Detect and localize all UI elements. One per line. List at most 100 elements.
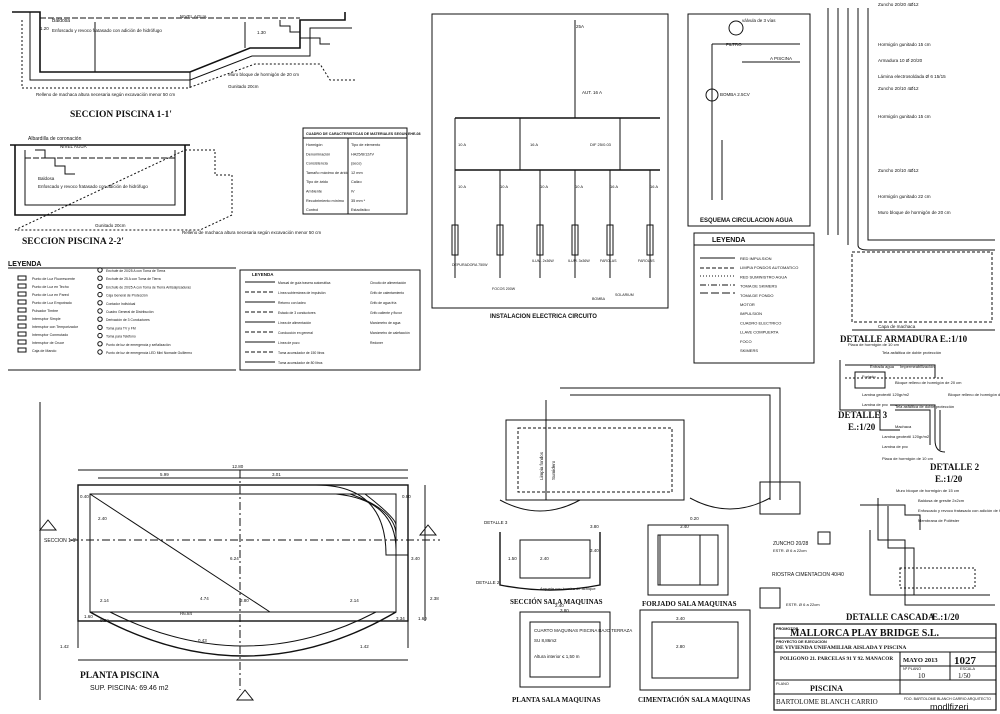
arqueta-label: Arqueta con bomba de achique	[540, 586, 596, 591]
cascada-label: Muro bloque de hormigón de 15 cm	[896, 488, 960, 493]
enfoscado-label: Enfoscado y revoco fratasado con adición…	[52, 28, 162, 33]
detalle-3-label: Entrada agua	[870, 364, 895, 369]
baldosa-label: Baldosa	[52, 18, 70, 24]
title-block-frame	[773, 623, 997, 711]
aut-label: AUT. 16 A	[582, 90, 602, 95]
planta-dim: 0.80	[402, 494, 411, 499]
legend-left-item: Punto de Luz Empotrado	[32, 301, 72, 305]
legend-symbol	[97, 300, 103, 306]
cimentacion-maq-title: CIMENTACIÓN SALA MAQUINAS	[638, 696, 750, 704]
cascada-label: Baldosa de gresite 2x2cm	[918, 498, 965, 503]
plano-text: PISCINA	[810, 684, 843, 693]
muro-label: Muro bloque de hormigón de 20 cm	[228, 72, 299, 77]
legend-mid-item: Manómetro de agua	[370, 321, 400, 325]
detalle-2-label: Placa de hormigón de 10 cm	[882, 456, 934, 461]
zuncho-label: ZUNCHO 20/28	[773, 541, 809, 547]
riostra-label: RIOSTRA CIMENTACION 40/40	[772, 572, 844, 578]
maquinas-dim: 2.80	[676, 644, 685, 649]
legend-mid-item: Retorno con ladeo	[278, 301, 306, 305]
water-title: ESQUEMA CIRCULACION AGUA	[700, 218, 794, 224]
legend-symbol	[97, 316, 103, 322]
planta-dim: 1.42	[360, 644, 369, 649]
maquinas-dim: 0.20	[690, 516, 699, 521]
table-cell-key: Tipo de árido	[306, 180, 328, 184]
seccion-maq-title: SECCIÓN SALA MAQUINAS	[510, 598, 603, 606]
seccion-1-1-marker: SECCION 1-1'	[44, 538, 76, 544]
legend-symbol	[17, 323, 27, 329]
detalle-3-label: Forjado	[862, 374, 876, 379]
planta-dim: 2.14	[350, 598, 359, 603]
proyecto-text: DE VIVIENDA UNIFAMILIAR AISLADA Y PISCIN…	[776, 645, 906, 651]
legend-mid-item: Grifo caliente y fluxor	[370, 311, 403, 315]
legend-mid-item: Grifo de agua fría	[370, 301, 397, 305]
planta-dim: 2.14	[100, 598, 109, 603]
planta-piscina-drawing	[38, 402, 440, 701]
legend-right-item: CUADRO ELECTRICO	[740, 320, 781, 325]
planta-dim: 1.42	[60, 644, 69, 649]
cascada-drawing	[860, 498, 995, 606]
legend-right-item: LLAVE COMPUERTA	[740, 330, 779, 335]
armadura-label: Zuncho 20/20 4Ø12	[878, 2, 919, 7]
valvula-label: válvula de 3 vías	[742, 18, 776, 23]
legend-mid-item: Toma acumulador de 150 litros	[278, 351, 325, 355]
skimer-label: Sumidero	[551, 460, 556, 480]
legend-right-item: TOMA DE SKIMERS	[740, 284, 777, 289]
legend-left-item: Derivación de 3 Conductores	[106, 318, 150, 322]
electrical-breaker-label: 10 A	[500, 184, 508, 189]
legend-left-item: Punto de luz de emergencia y señalizació…	[106, 343, 171, 347]
legend-mid-title: LEYENDA	[252, 272, 274, 277]
electrical-frame	[431, 13, 669, 309]
legend-left-item: Interruptor Simple	[32, 317, 61, 321]
detalle-2-label: Lamina de pvc	[882, 444, 908, 449]
legend-left-title: LEYENDA	[8, 261, 41, 268]
armadura-label: Hormigón gunitado 15 cm	[878, 114, 931, 119]
legend-mid-item: Conducción en general	[278, 331, 313, 335]
legend-symbol	[17, 275, 27, 281]
planta-dim: 2.38	[430, 596, 439, 601]
legend-left-item: Enchufe de 20/25 A con Toma de Tierra An…	[106, 285, 191, 289]
electrical-load-label: FAROLAS	[600, 259, 617, 263]
legend-right-item: FOCO	[740, 339, 752, 344]
detalle-2-label: Bloque relleno de hormigón de 20 cm	[948, 392, 1000, 397]
legend-symbol	[17, 339, 27, 345]
legend-left-item: Interruptor con Temporizador	[32, 325, 79, 329]
estr2-label: ESTR. Ø 6 a 22cm	[786, 602, 820, 607]
electrical-breaker-label: 10 A	[540, 184, 548, 189]
detalle-3-label: Tela asfáltica de doble protección	[882, 350, 941, 355]
legend-mid-frame	[239, 269, 421, 371]
legend-mid-item: Línea subterránea de impulsión	[278, 291, 326, 295]
legend-left-item: Interruptor Conmutado	[32, 333, 68, 337]
legend-mid-item: Circuito de alimentación	[370, 281, 406, 285]
legend-left-item: Punto de Luz en Pared	[32, 293, 69, 297]
planta-title: PLANTA PISCINA	[80, 671, 159, 681]
cuarto-sup: SU 8,86m2	[534, 638, 557, 643]
table-cell-value: Tipo de elemento	[351, 143, 380, 147]
legend-mid-item: Grifo de calentamiento	[370, 291, 404, 295]
electrical-title: INSTALACION ELECTRICA CIRCUITO	[490, 314, 597, 320]
detalle-3-label: Lamina geotextil 120gr/m2	[862, 392, 910, 397]
maquinas-dim: 1.50	[508, 556, 517, 561]
cascada-label: Enfoscado y revoco fratasado con adición…	[918, 508, 1000, 513]
legend-right-item: SKIMERS	[740, 348, 758, 353]
relleno-2-label: Relleno de machaca altura necesaria segú…	[182, 230, 321, 235]
planta-sup: SUP. PISCINA: 69.46 m2	[90, 685, 169, 692]
maquinas-dim: 3.40	[590, 548, 599, 553]
detalle-2-scale: E.:1/20	[935, 474, 963, 484]
legend-right-item: TOMA DE FONDO	[740, 293, 773, 298]
maquinas-dim: 3.40	[680, 524, 689, 529]
gunitado-label: Gunitado 20cm	[228, 84, 259, 89]
legend-left-item: Punto de luz de emergencia LED Mini Noma…	[106, 351, 192, 355]
detalle-2-labels: Bloque relleno de hormigón de 20 cmTela …	[882, 392, 1000, 461]
legend-left-item: Enchufe de 25 A con Toma de Tierra	[106, 277, 161, 281]
legend-left-item: Punto de Luz en Techo	[32, 285, 69, 289]
seccion-2-2-title: SECCION PISCINA 2-2'	[22, 237, 124, 247]
armadura-label: Hormigón gunitado 22 cm	[878, 194, 931, 199]
planta-dim: 3.80	[240, 598, 249, 603]
electrical-branches	[451, 118, 654, 278]
